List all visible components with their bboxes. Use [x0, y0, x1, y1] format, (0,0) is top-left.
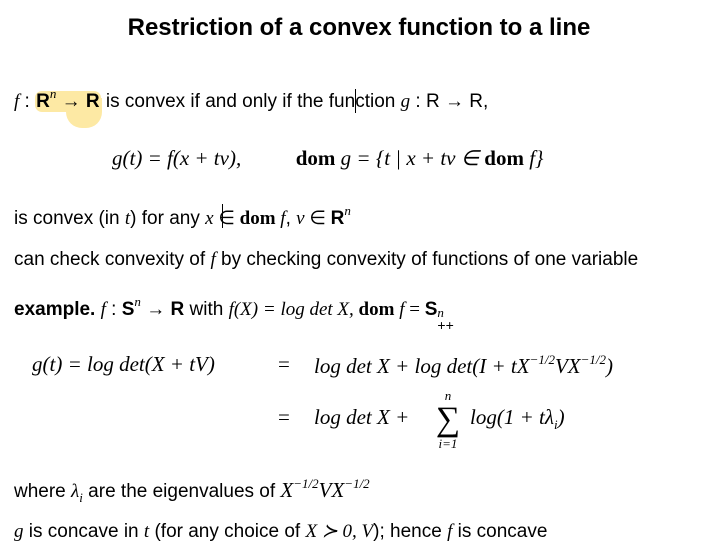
text-cursor: [355, 89, 356, 113]
equation-logdet-lhs: g(t) = log det(X + tV): [32, 352, 215, 376]
equals-sign: =: [278, 405, 290, 429]
equation-logdet-rhs1: log det X + log det(I + tX−1/2VX−1/2): [314, 352, 613, 378]
summation-symbol: n ∑ i=1: [435, 388, 461, 451]
conclusion-line: g is concave in t (for any choice of X ≻…: [14, 521, 548, 542]
eigenvalues-line: where λi are the eigenvalues of X−1/2VX−…: [14, 476, 370, 505]
convex-condition-line: is convex (in t) for any x ∈ dom f, v ∈ …: [14, 203, 351, 229]
slide-title: Restriction of a convex function to a li…: [127, 14, 591, 41]
equation-g-definition: g(t) = f(x + tv), dom g = {t | x + tv ∈ …: [112, 146, 544, 170]
definition-line: f : Rn → R is convex if and only if the …: [14, 86, 489, 112]
equals-sign: =: [278, 352, 290, 376]
text-cursor: [222, 204, 223, 228]
equation-logdet-rhs2a: log det X +: [314, 405, 410, 429]
example-line: example. f : Sn → R with f(X) = log det …: [14, 294, 454, 333]
highlighted-domain: Rn → R: [35, 86, 101, 112]
check-convexity-line: can check convexity of f by checking con…: [14, 249, 639, 270]
equation-logdet-rhs2b: log(1 + tλi): [470, 405, 565, 432]
